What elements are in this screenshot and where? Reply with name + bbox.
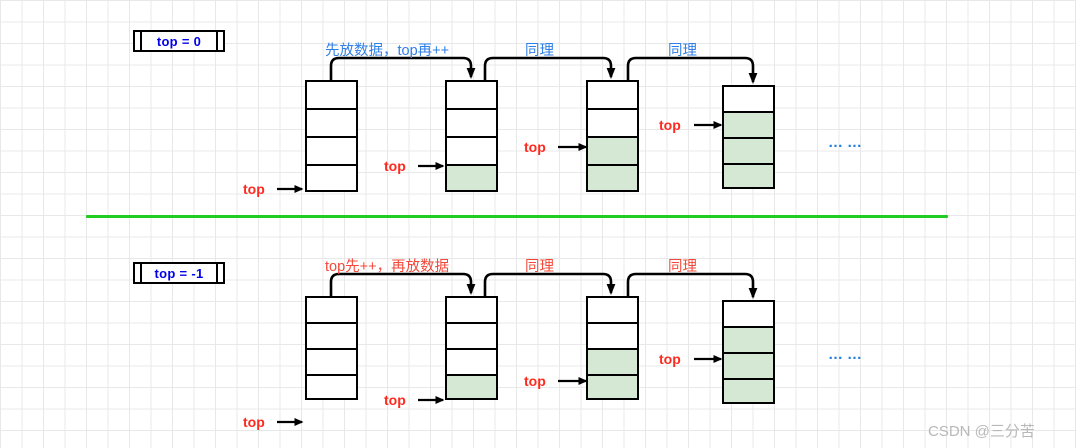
stack-cell-filled <box>722 352 775 378</box>
tape-segment-left <box>135 32 142 50</box>
stack-cell <box>722 300 775 326</box>
stack-cell <box>586 296 639 322</box>
stack-cell <box>586 322 639 348</box>
stack-cell-filled <box>586 164 639 192</box>
stack-cell <box>305 164 358 192</box>
stack-box-4 <box>722 300 775 404</box>
stack-cell <box>305 108 358 136</box>
tape-segment-left <box>135 264 142 282</box>
stack-box-3 <box>586 296 639 400</box>
stack-cell-filled <box>586 374 639 400</box>
stack-box-2 <box>445 80 498 192</box>
top-pointer-label-2: top <box>384 158 406 174</box>
arrow-label-push-1: top先++，再放数据 <box>325 259 450 275</box>
stack-box-1 <box>305 296 358 400</box>
stack-box-1 <box>305 80 358 192</box>
stack-cell <box>305 136 358 164</box>
stack-cell <box>445 348 498 374</box>
stack-cell <box>722 85 775 111</box>
stack-cell <box>445 322 498 348</box>
stack-cell-filled <box>722 137 775 163</box>
stack-cell <box>305 322 358 348</box>
tape-segment-right <box>216 264 223 282</box>
arrow-label-push-1: 先放数据，top再++ <box>325 43 450 59</box>
top-pointer-label-2: top <box>384 392 406 408</box>
stack-cell-filled <box>445 374 498 400</box>
tape-label-top-zero: top = 0 <box>133 30 225 52</box>
arrow-label-push-3: 同理 <box>668 259 697 275</box>
stack-cell-filled <box>722 378 775 404</box>
stack-cell <box>305 348 358 374</box>
ellipsis-bottom: …… <box>828 346 866 363</box>
top-pointer-label-1: top <box>243 181 265 197</box>
top-pointer-label-3: top <box>524 139 546 155</box>
stack-cell-filled <box>722 163 775 189</box>
stack-cell-filled <box>722 111 775 137</box>
top-pointer-label-1: top <box>243 414 265 430</box>
ellipsis-top: …… <box>828 134 866 151</box>
stack-box-2 <box>445 296 498 400</box>
top-pointer-label-4: top <box>659 117 681 133</box>
stack-cell <box>305 374 358 400</box>
csdn-watermark: CSDN @三分苦 <box>928 423 1035 440</box>
tape-segment-right <box>216 32 223 50</box>
stack-cell <box>445 80 498 108</box>
stack-cell <box>305 80 358 108</box>
tape-label-text: top = -1 <box>154 265 204 281</box>
arrow-label-push-2: 同理 <box>525 43 554 59</box>
top-pointer-label-4: top <box>659 351 681 367</box>
stack-box-3 <box>586 80 639 192</box>
stack-cell-filled <box>586 348 639 374</box>
arrow-label-push-2: 同理 <box>525 259 554 275</box>
top-pointer-label-3: top <box>524 373 546 389</box>
stack-cell <box>586 80 639 108</box>
stack-cell-filled <box>445 164 498 192</box>
tape-label-top-minus-one: top = -1 <box>133 262 225 284</box>
stack-cell <box>305 296 358 322</box>
stack-box-4 <box>722 85 775 189</box>
section-divider <box>86 215 948 218</box>
tape-label-text: top = 0 <box>156 33 202 49</box>
stack-cell <box>445 108 498 136</box>
stack-cell <box>445 136 498 164</box>
stack-cell-filled <box>586 136 639 164</box>
stack-cell-filled <box>722 326 775 352</box>
arrow-label-push-3: 同理 <box>668 43 697 59</box>
stack-cell <box>445 296 498 322</box>
stack-cell <box>586 108 639 136</box>
